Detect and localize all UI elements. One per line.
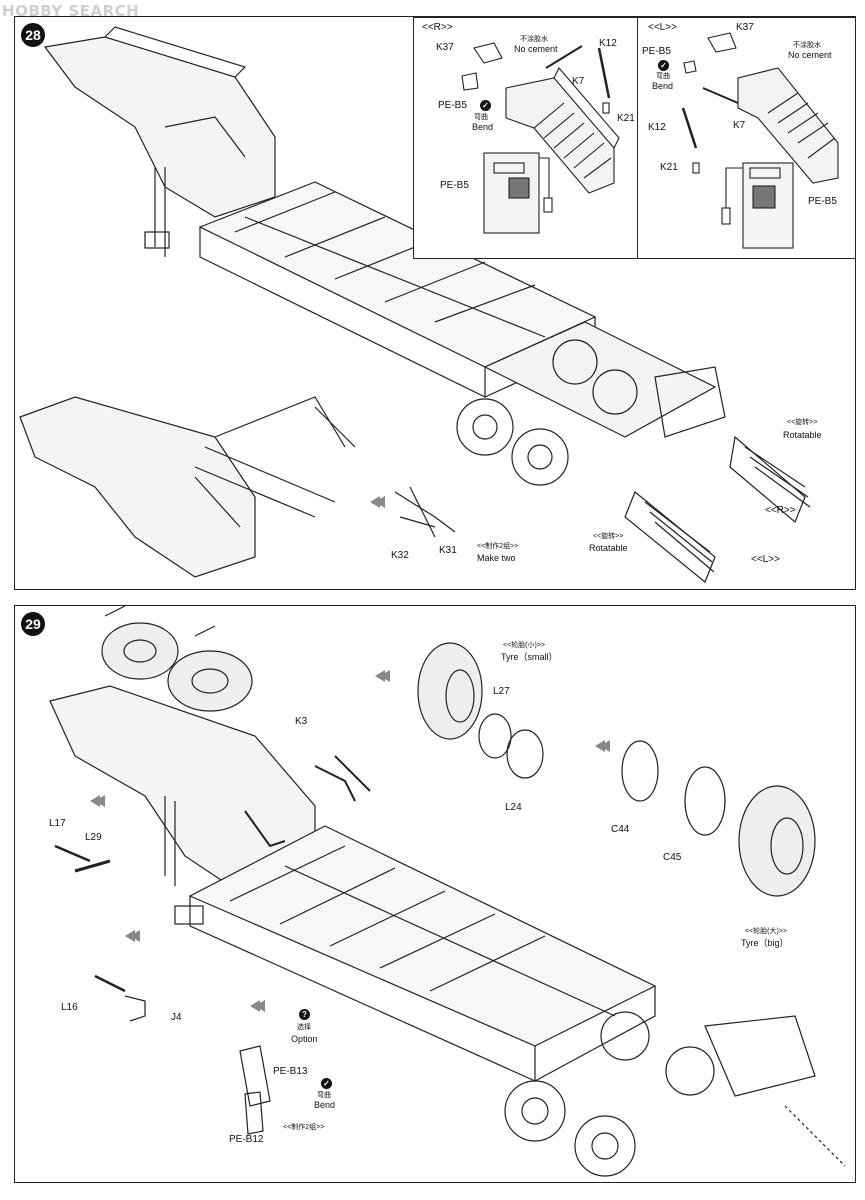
bend-icon: ✓ [480, 100, 491, 111]
part-pe-b5-l-a: PE-B5 [642, 46, 671, 57]
make-two-cn: <<制作2组>> [477, 543, 519, 550]
part-l29: L29 [85, 832, 102, 843]
inset-right-side: <<R>> 不涂胶水 No cement K37 K12 K7 K21 [413, 17, 639, 259]
part-k21-l: K21 [660, 162, 678, 173]
inset-left-side: <<L>> K37 不涂胶水 No cement PE-B5 ✓ 弯曲 Bend [637, 17, 855, 259]
part-l17: L17 [49, 818, 66, 829]
inset-l-no-cement-cn: 不涂胶水 [793, 42, 821, 49]
option-cn: 选择 [297, 1024, 311, 1031]
part-pe-b13: PE-B13 [273, 1066, 308, 1077]
option-en: Option [291, 1034, 318, 1044]
make-two-cn-29: <<制作2组>> [283, 1124, 325, 1131]
inset-r-drawing [461, 42, 620, 234]
inset-r-no-cement-cn: 不涂胶水 [520, 36, 548, 43]
rotatable-l-cn: <<旋转>> [593, 533, 624, 540]
part-k7: K7 [572, 76, 585, 87]
tag-r: <<R>> [765, 505, 796, 516]
tyre-big-cn: <<轮胎(大)>> [745, 928, 788, 935]
part-pe-b5-b: PE-B5 [440, 180, 469, 191]
tyre-small-cn: <<轮胎(小)>> [503, 642, 546, 649]
part-k3: K3 [295, 716, 308, 727]
part-k37: K37 [436, 42, 454, 53]
part-k37-l: K37 [736, 22, 754, 33]
part-l16: L16 [61, 1002, 78, 1013]
part-pe-b5-a: PE-B5 [438, 100, 467, 111]
inset-l-title: <<L>> [648, 22, 677, 33]
inset-l-bend-cn: 弯曲 [656, 73, 670, 80]
inset-r-title: <<R>> [422, 22, 453, 33]
step-28-panel: 28 [14, 16, 856, 590]
part-c45: C45 [663, 852, 682, 863]
part-k12-l: K12 [648, 122, 666, 133]
step-number-28: 28 [21, 23, 45, 47]
step-29-panel: 29 [14, 605, 856, 1183]
inset-r-bend-cn: 弯曲 [474, 114, 488, 121]
rotatable-r-en: Rotatable [783, 430, 822, 440]
inset-l-bend-en: Bend [652, 81, 674, 91]
bend-cn-29: 弯曲 [317, 1092, 331, 1099]
tag-l: <<L>> [751, 554, 780, 565]
bend-icon-l: ✓ [658, 60, 669, 71]
make-two-en: Make two [477, 553, 516, 563]
inset-r-bend-en: Bend [472, 122, 494, 132]
part-pe-b5-l-b: PE-B5 [808, 196, 837, 207]
part-k12: K12 [599, 38, 617, 49]
inset-l-drawing [681, 32, 839, 249]
part-k21: K21 [617, 113, 635, 124]
part-l24: L24 [505, 802, 522, 813]
inset-r-no-cement-en: No cement [514, 44, 558, 54]
rotatable-l-en: Rotatable [589, 543, 628, 553]
part-l27: L27 [493, 686, 510, 697]
part-j4: J4 [171, 1012, 182, 1023]
part-c44: C44 [611, 824, 630, 835]
option-icon: ? [299, 1009, 310, 1020]
tyre-small-en: Tyre（small） [501, 652, 558, 662]
trailer-rear-assembly-drawing [19, 26, 811, 583]
part-k7-l: K7 [733, 120, 746, 131]
tyre-big-en: Tyre（big） [741, 938, 789, 948]
step-number-29: 29 [21, 612, 45, 636]
inset-l-no-cement-en: No cement [788, 50, 832, 60]
part-pe-b12: PE-B12 [229, 1134, 264, 1145]
watermark: HOBBY SEARCH [2, 2, 140, 20]
bend-icon-29: ✓ [321, 1078, 332, 1089]
bend-en-29: Bend [314, 1100, 336, 1110]
part-k32: K32 [391, 550, 409, 561]
trailer-wheel-assembly-drawing [49, 606, 846, 1177]
rotatable-r-cn: <<旋转>> [787, 419, 818, 426]
part-k31: K31 [439, 545, 457, 556]
